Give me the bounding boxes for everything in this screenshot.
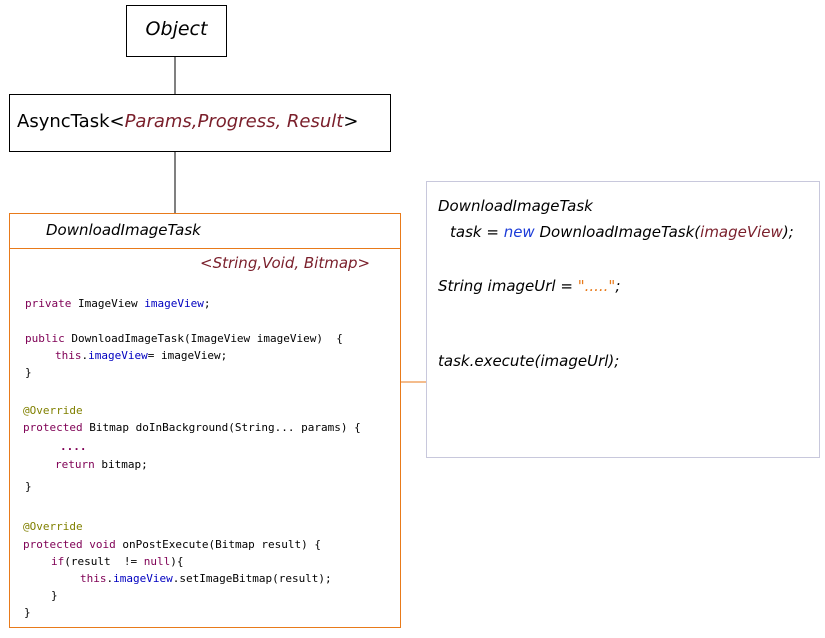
code-text: . xyxy=(106,572,114,585)
code-ctor-close: } xyxy=(25,366,32,379)
code-text: .setImageBitmap(result); xyxy=(172,572,332,585)
code-text: ){ xyxy=(170,555,184,568)
kw-this: this xyxy=(80,572,107,585)
string-literal: "....." xyxy=(577,277,616,295)
download-title: DownloadImageTask xyxy=(46,221,201,239)
kw-protected: protected xyxy=(23,538,83,551)
kw-this: this xyxy=(55,349,82,362)
kw-private: private xyxy=(25,297,72,310)
usage-text: DownloadImageTask( xyxy=(534,223,701,241)
usage-line-2: task = new DownloadImageTask(imageView); xyxy=(450,223,794,241)
override-annotation-1: @Override xyxy=(23,404,83,417)
code-text: ImageView xyxy=(71,297,145,310)
usage-text: ; xyxy=(615,277,621,295)
title-divider xyxy=(10,248,400,249)
code-text: onPostExecute(Bitmap result) { xyxy=(115,538,322,551)
download-generics: <String,Void, Bitmap> xyxy=(200,254,371,272)
code-dib-line: protected Bitmap doInBackground(String..… xyxy=(23,421,361,435)
code-text: . xyxy=(81,349,89,362)
usage-line-4: task.execute(imageUrl); xyxy=(438,352,620,370)
asynctask-signature: AsyncTask<Params,Progress, Result> xyxy=(17,111,358,132)
kw-public: public xyxy=(25,332,65,345)
code-ope-close: } xyxy=(24,606,31,619)
usage-box: DownloadImageTask task = new DownloadIma… xyxy=(426,181,820,458)
asynctask-params: Params,Progress, Result xyxy=(124,111,344,132)
code-return-line: return bitmap; xyxy=(55,458,148,472)
code-if-close: } xyxy=(51,589,58,602)
usage-text: ); xyxy=(782,223,794,241)
usage-line-3: String imageUrl = "....."; xyxy=(438,277,620,295)
code-field-line: private ImageView imageView; xyxy=(25,297,210,311)
code-text: bitmap; xyxy=(94,458,148,471)
usage-text: task = xyxy=(450,223,504,241)
code-ope-line: protected void onPostExecute(Bitmap resu… xyxy=(23,538,321,552)
object-label: Object xyxy=(145,18,208,40)
field-imageview: imageView xyxy=(144,297,204,310)
usage-line-1: DownloadImageTask xyxy=(438,197,593,215)
code-text: DownloadImageTask(ImageView imageView) { xyxy=(64,332,343,345)
kw-protected: protected xyxy=(23,421,83,434)
kw-null: null xyxy=(143,555,171,568)
arg-imageview: imageView xyxy=(700,223,783,241)
code-text: = imageView; xyxy=(147,349,228,362)
code-ctor-body: this.imageView= imageView; xyxy=(55,349,227,363)
code-text: Bitmap doInBackground(String... params) … xyxy=(82,421,361,434)
kw-if: if xyxy=(51,555,65,568)
code-set-line: this.imageView.setImageBitmap(result); xyxy=(80,572,332,586)
override-annotation-2: @Override xyxy=(23,520,83,533)
kw-void: void xyxy=(89,538,116,551)
kw-new: new xyxy=(503,223,535,241)
code-ctor-line: public DownloadImageTask(ImageView image… xyxy=(25,332,343,346)
asynctask-box: AsyncTask<Params,Progress, Result> xyxy=(9,94,391,152)
kw-return: return xyxy=(55,458,95,471)
usage-text: String imageUrl = xyxy=(438,277,578,295)
asynctask-close: > xyxy=(343,111,359,132)
object-box: Object xyxy=(126,5,227,57)
code-text: ; xyxy=(203,297,211,310)
code-dib-close: } xyxy=(25,480,32,493)
asynctask-name: AsyncTask< xyxy=(17,111,125,132)
download-image-task-box: DownloadImageTask <String,Void, Bitmap> … xyxy=(9,213,401,628)
field-imageview: imageView xyxy=(113,572,173,585)
code-if-line: if(result != null){ xyxy=(51,555,183,569)
field-imageview: imageView xyxy=(88,349,148,362)
code-text: (result != xyxy=(64,555,144,568)
code-ellipsis: .... xyxy=(60,440,87,453)
